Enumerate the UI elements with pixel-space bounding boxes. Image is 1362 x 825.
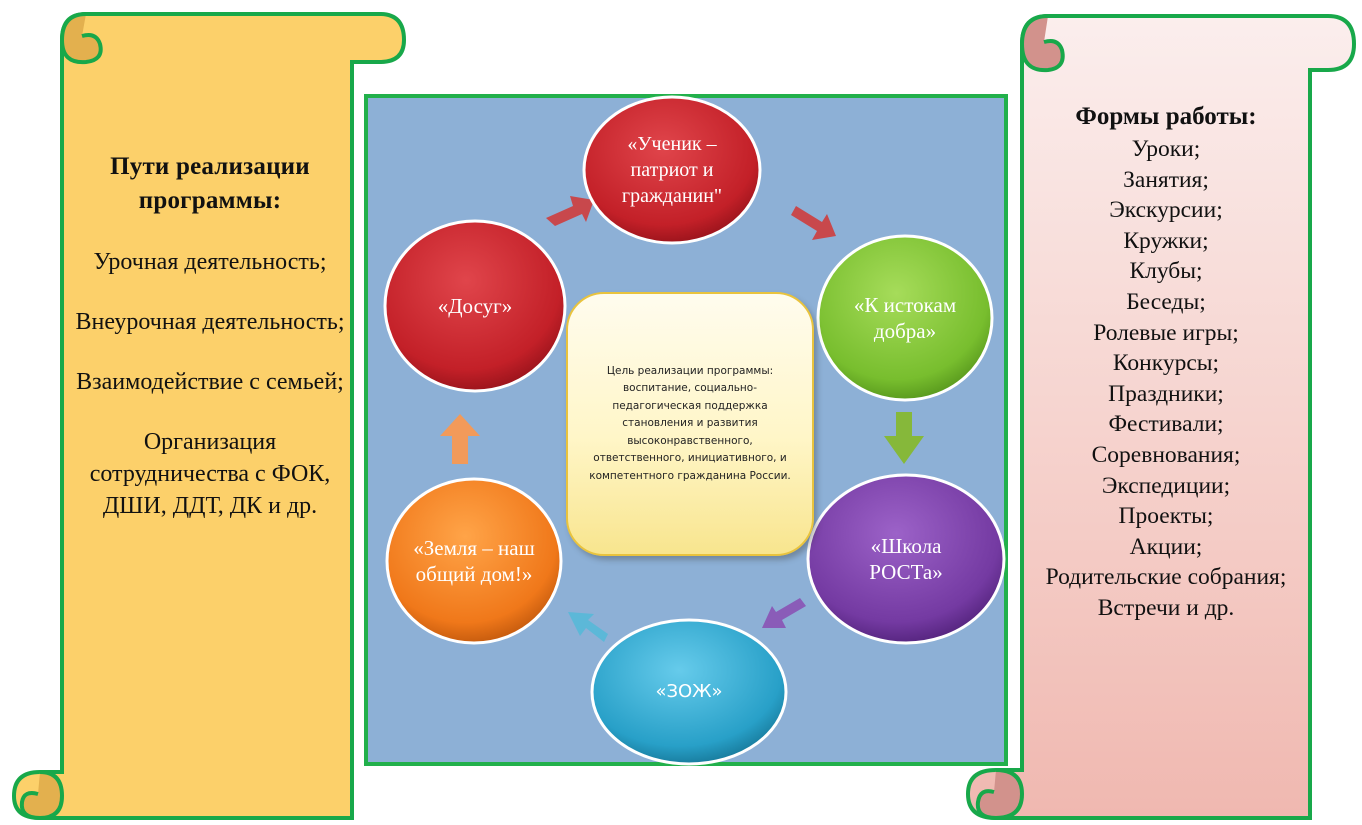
node-label: «Земля – наш общий дом!» — [413, 536, 535, 586]
left-item: Организация сотрудничества с ФОК, ДШИ, Д… — [89, 429, 331, 519]
right-scroll: Формы работы: Уроки; Занятия; Экскурсии;… — [1030, 100, 1302, 624]
left-scroll: Пути реализации программы: Урочная деяте… — [66, 150, 354, 522]
arrow-up — [440, 414, 480, 464]
right-item: Экскурсии; — [1109, 197, 1223, 224]
node-leisure — [383, 219, 567, 393]
arrow-down — [884, 412, 924, 464]
arrow-down-left — [762, 598, 806, 628]
arrow-up-right — [546, 196, 594, 226]
right-item: Экспедиции; — [1101, 472, 1231, 499]
left-scroll-shape — [11, 12, 407, 821]
goal-text: Цель реализации программы: воспитание, с… — [589, 364, 791, 482]
node-label: «Школа РОСТа» — [869, 534, 943, 584]
left-item: Урочная деятельность; — [93, 249, 327, 275]
right-item: Клубы; — [1129, 258, 1203, 285]
arrow-up-left — [568, 612, 608, 642]
right-item: Праздники; — [1108, 380, 1224, 407]
node-label: «Ученик – патриот и гражданин" — [621, 133, 723, 207]
node-earth-home — [385, 477, 563, 645]
arrow-down-right — [791, 206, 836, 240]
right-item: Занятия; — [1123, 166, 1209, 193]
right-item: Кружки; — [1123, 227, 1209, 254]
right-item: Соревнования; — [1091, 441, 1241, 468]
right-scroll-title: Формы работы: — [1075, 103, 1257, 130]
left-item: Внеурочная деятельность; — [75, 309, 345, 335]
left-item: Взаимодействие с семьей; — [76, 369, 344, 395]
right-scroll-shape — [965, 14, 1357, 821]
right-item: Фестивали; — [1108, 411, 1224, 438]
node-roots-of-good — [816, 234, 994, 402]
right-item: Акции; — [1129, 533, 1203, 560]
left-scroll-title: Пути реализации программы: — [110, 153, 310, 214]
right-item: Встречи и др. — [1097, 594, 1235, 621]
node-label: «ЗОЖ» — [655, 681, 723, 702]
node-school-growth — [806, 473, 1006, 645]
right-item: Родительские собрания; — [1045, 564, 1287, 591]
node-student-patriot — [582, 95, 762, 245]
node-label: «Досуг» — [437, 294, 513, 318]
right-item: Уроки; — [1131, 136, 1201, 162]
node-healthy-lifestyle — [590, 618, 788, 766]
right-item: Беседы; — [1126, 288, 1206, 315]
right-item: Конкурсы; — [1112, 350, 1220, 377]
right-item: Проекты; — [1118, 503, 1214, 530]
node-label: «К истокам добра» — [853, 293, 957, 343]
goal-box: Цель реализации программы: воспитание, с… — [566, 292, 814, 556]
right-item: Ролевые игры; — [1093, 319, 1239, 346]
